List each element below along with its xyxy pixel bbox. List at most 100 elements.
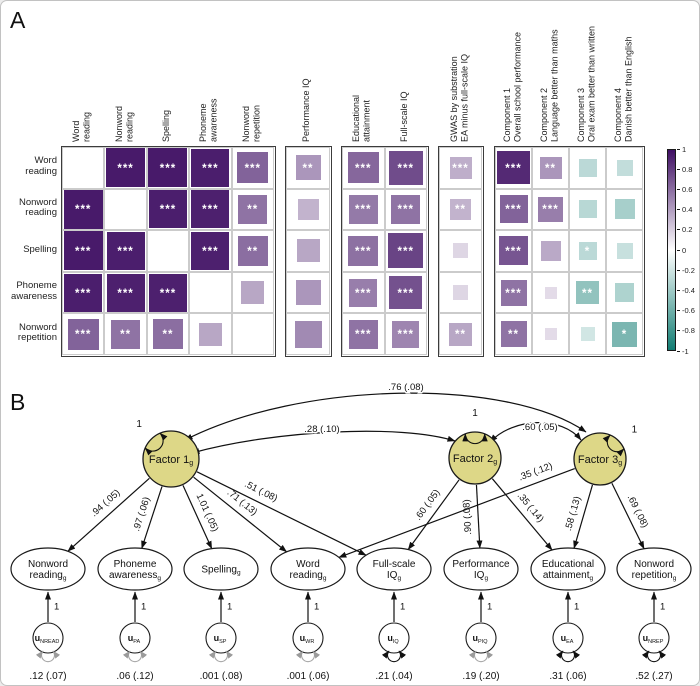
observed-node — [443, 547, 519, 591]
loading-label: .60 (.05) — [413, 487, 443, 522]
colorbar-tick — [677, 330, 680, 332]
significance-stars: *** — [159, 287, 177, 300]
loading-arrow — [407, 479, 460, 551]
colorbar-tick — [677, 209, 680, 211]
residual-variance-loop — [468, 650, 494, 663]
matrix-cell: ** — [231, 230, 274, 272]
colorbar-tick-label: -0.2 — [682, 265, 695, 275]
row-label: Spelling — [23, 243, 57, 255]
correlation-square: *** — [348, 235, 379, 266]
loading-arrow — [67, 477, 150, 552]
matrix-cell: * — [569, 230, 606, 272]
correlation-square — [616, 159, 633, 176]
residual-loading-label: 1 — [227, 602, 232, 613]
significance-stars: *** — [74, 245, 92, 258]
significance-stars: *** — [117, 162, 134, 175]
significance-stars: *** — [505, 162, 522, 175]
significance-stars: ** — [582, 287, 593, 300]
significance-stars: *** — [355, 162, 372, 175]
significance-stars: * — [584, 245, 591, 258]
correlation-square: *** — [106, 273, 145, 312]
matrix-cell: ** — [439, 313, 482, 355]
residual-variance-value: .12 (.07) — [29, 671, 66, 682]
matrix-cell — [231, 313, 274, 355]
significance-stars: *** — [397, 204, 414, 217]
correlation-square: ** — [539, 156, 562, 179]
significance-stars: ** — [545, 162, 556, 175]
observed-node — [270, 547, 346, 591]
significance-stars: *** — [355, 287, 372, 300]
colorbar-tick-label: 0.2 — [682, 225, 693, 235]
matrix-cell: *** — [384, 188, 427, 231]
observed-node — [356, 547, 432, 591]
significance-stars: *** — [202, 204, 219, 217]
matrix-cell — [606, 188, 643, 231]
correlation-square: *** — [63, 189, 103, 229]
significance-stars: ** — [247, 204, 259, 217]
covariance-label: .28 (.10) — [304, 424, 339, 435]
matrix-cell: *** — [342, 230, 385, 272]
loading-label: 1.01 (.05) — [194, 492, 221, 534]
significance-stars: ** — [508, 329, 519, 342]
correlation-square — [297, 198, 319, 220]
matrix-cell: *** — [384, 147, 427, 189]
correlation-square — [296, 239, 320, 263]
residual-loading-label: 1 — [660, 602, 665, 613]
matrix-cell: *** — [231, 147, 274, 189]
matrix-cell: *** — [384, 313, 427, 355]
colorbar-tick-label: 0 — [682, 245, 687, 255]
significance-stars: *** — [542, 204, 559, 217]
significance-stars: ** — [455, 329, 466, 342]
correlation-square: * — [612, 321, 637, 347]
loading-arrow — [193, 476, 288, 553]
residual-variance-value: .21 (.04) — [375, 671, 412, 682]
correlation-square: *** — [392, 320, 420, 348]
residual-node-label: uPIQ — [473, 633, 489, 645]
correlation-square: *** — [64, 273, 103, 312]
factor-variance-label: 1 — [632, 425, 638, 436]
matrix-cell — [231, 271, 274, 314]
covariance-arrow — [191, 430, 456, 454]
correlation-square: *** — [237, 152, 269, 184]
matrix-cell — [286, 313, 330, 355]
matrix-cell: *** — [342, 313, 385, 355]
matrix-cell: *** — [146, 147, 190, 189]
correlation-square: ** — [450, 198, 471, 220]
residual-node — [205, 622, 237, 654]
factor-variance-label: 1 — [472, 408, 478, 419]
matrix-cell: *** — [189, 147, 232, 189]
significance-stars: *** — [202, 245, 219, 258]
residual-variance-loop — [555, 650, 581, 663]
significance-stars: *** — [505, 204, 522, 217]
colorbar — [667, 149, 676, 351]
significance-stars: *** — [202, 162, 219, 175]
correlation-square — [616, 242, 633, 259]
matrix-cell: *** — [495, 230, 532, 272]
colorbar-tick-label: -0.4 — [682, 285, 695, 295]
correlation-square — [544, 286, 557, 299]
significance-stars: *** — [74, 287, 92, 300]
observed-node — [10, 547, 86, 591]
correlation-square: *** — [191, 190, 230, 229]
matrix-cell: *** — [104, 147, 147, 189]
matrix-cell: ** — [146, 313, 190, 355]
significance-stars: *** — [452, 162, 469, 175]
significance-stars: ** — [247, 245, 259, 258]
residual-loading-label: 1 — [400, 602, 405, 613]
loading-label: .35 (.14) — [515, 491, 546, 525]
matrix-block: ****************************** — [341, 146, 429, 357]
matrix-cell: *** — [495, 271, 532, 314]
colorbar-tick — [677, 350, 680, 352]
correlation-square — [580, 327, 595, 342]
matrix-cell: ** — [439, 188, 482, 231]
residual-node — [378, 622, 410, 654]
correlation-square: ** — [237, 235, 268, 266]
significance-stars: ** — [120, 329, 132, 342]
factor-variance-loop — [462, 433, 488, 445]
significance-stars: * — [621, 329, 628, 342]
residual-variance-value: .001 (.06) — [287, 671, 330, 682]
residual-variance-value: .31 (.06) — [549, 671, 586, 682]
